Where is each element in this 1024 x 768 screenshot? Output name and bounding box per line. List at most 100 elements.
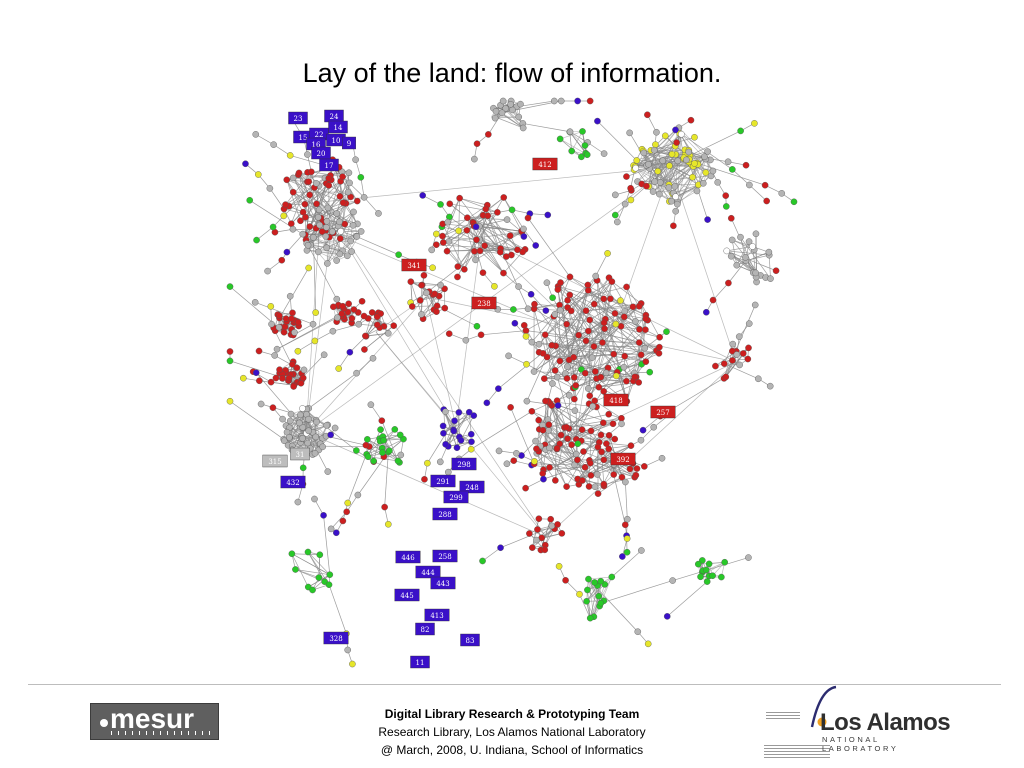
network-node-red [539, 426, 547, 434]
network-edge [443, 415, 474, 434]
network-edge [566, 323, 640, 343]
network-node-red [276, 312, 283, 319]
network-node-green [597, 599, 605, 607]
network-edge [726, 250, 777, 272]
network-node-red [306, 191, 313, 199]
network-node-red [418, 281, 425, 289]
network-node-red [330, 303, 337, 311]
labeled-node-text: 392 [616, 456, 629, 464]
network-node-red [272, 374, 280, 382]
network-node-red [294, 318, 302, 326]
mesur-logo-dot [100, 719, 108, 727]
network-node-yellow [689, 173, 696, 181]
network-edge [279, 267, 309, 319]
network-edge [726, 246, 753, 252]
network-node-red [336, 193, 344, 200]
network-node-gray [495, 447, 503, 455]
footer-org: Research Library, Los Alamos National La… [378, 725, 646, 739]
network-node-gray [275, 324, 283, 331]
network-node-gray [618, 420, 625, 428]
network-node-gray [312, 433, 319, 441]
network-edge [320, 201, 457, 428]
network-node-green [663, 328, 670, 335]
network-node-gray [626, 129, 633, 137]
network-node-red [484, 212, 492, 220]
network-node-gray [418, 311, 425, 318]
network-edge [286, 226, 311, 253]
labeled-node-392: 392 [610, 452, 636, 466]
network-node-red [407, 278, 415, 285]
network-node-gray [571, 461, 578, 469]
network-node-gray [503, 460, 511, 468]
network-node-red [558, 530, 566, 537]
network-node-green [386, 447, 393, 455]
labeled-node-291: 291 [430, 474, 456, 488]
network-node-red [610, 350, 618, 358]
network-edge [305, 202, 344, 218]
network-node-red [533, 445, 540, 453]
network-node-yellow [433, 230, 440, 238]
labeled-node-text: 258 [438, 553, 451, 561]
network-edge [521, 440, 536, 456]
network-node-red [500, 194, 508, 201]
network-node-red [433, 302, 441, 310]
network-node-green [737, 127, 744, 135]
network-edge [559, 360, 637, 378]
network-node-red [361, 346, 368, 353]
network-edge [672, 557, 749, 581]
network-edge [458, 412, 460, 438]
network-node-gray [571, 407, 579, 414]
network-node-red [279, 375, 286, 382]
network-node-gray [310, 234, 317, 241]
network-node-red [586, 392, 594, 400]
network-node-red [485, 131, 492, 138]
network-node-yellow [666, 162, 673, 170]
network-node-red [416, 297, 424, 304]
network-node-yellow [613, 372, 620, 380]
network-node-yellow [623, 535, 631, 542]
network-node-blue [540, 475, 547, 483]
network-node-red [443, 247, 451, 255]
network-node-red [282, 201, 289, 208]
network-edge [381, 420, 399, 462]
network-node-red [566, 291, 574, 299]
network-edge [313, 237, 317, 313]
network-node-blue [511, 319, 519, 327]
network-node-red [522, 484, 529, 492]
network-node-blue [283, 248, 291, 256]
network-node-green [591, 579, 598, 586]
network-node-gray [737, 233, 744, 241]
network-node-gray [669, 577, 676, 584]
network-node-white [299, 405, 306, 412]
network-node-red [729, 347, 736, 355]
network-node-gray [683, 156, 690, 164]
network-node-red [339, 199, 347, 207]
network-edge [534, 460, 598, 475]
network-node-red [605, 445, 613, 453]
network-node-red [339, 517, 347, 525]
network-edge [644, 331, 667, 349]
network-node-yellow [691, 133, 698, 141]
network-edge [318, 251, 337, 261]
footer-text: Digital Library Research & Prototyping T… [0, 705, 1024, 759]
network-edge [363, 197, 379, 214]
network-node-yellow [344, 499, 352, 507]
network-node-gray [297, 411, 304, 419]
network-edge [318, 209, 341, 239]
network-node-red [528, 408, 536, 415]
network-edge [482, 547, 501, 562]
network-node-red [494, 209, 501, 216]
network-edge [384, 451, 389, 508]
network-node-gray [755, 375, 762, 383]
network-edge [305, 201, 322, 433]
network-node-red [337, 235, 344, 242]
network-node-red [535, 515, 543, 523]
network-node-green [309, 586, 316, 594]
network-edge [600, 580, 673, 604]
network-node-gray [331, 424, 339, 432]
network-node-green [269, 223, 277, 231]
labeled-node-24: 24 [324, 109, 344, 123]
network-edge [305, 431, 547, 538]
labeled-node-20: 20 [311, 146, 331, 160]
network-node-yellow [668, 150, 676, 158]
